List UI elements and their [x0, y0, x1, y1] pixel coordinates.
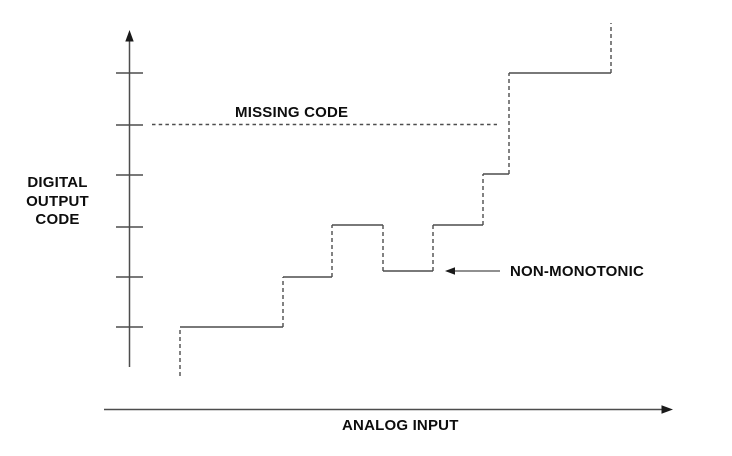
y-axis-label: DIGITAL OUTPUT CODE: [5, 174, 110, 230]
missing-code-label: MISSING CODE: [235, 104, 349, 121]
x-axis-arrowhead-icon: [661, 405, 673, 414]
non-monotonic-arrowhead-icon: [445, 267, 455, 275]
x-axis-label: ANALOG INPUT: [342, 417, 459, 434]
y-axis-label-line-1: DIGITAL: [27, 174, 88, 191]
non-monotonic-label: NON-MONOTONIC: [510, 263, 644, 280]
y-axis-label-line-2: OUTPUT: [26, 192, 89, 210]
y-axis-arrowhead-icon: [125, 30, 134, 42]
y-axis-label-line-3: CODE: [35, 211, 80, 229]
